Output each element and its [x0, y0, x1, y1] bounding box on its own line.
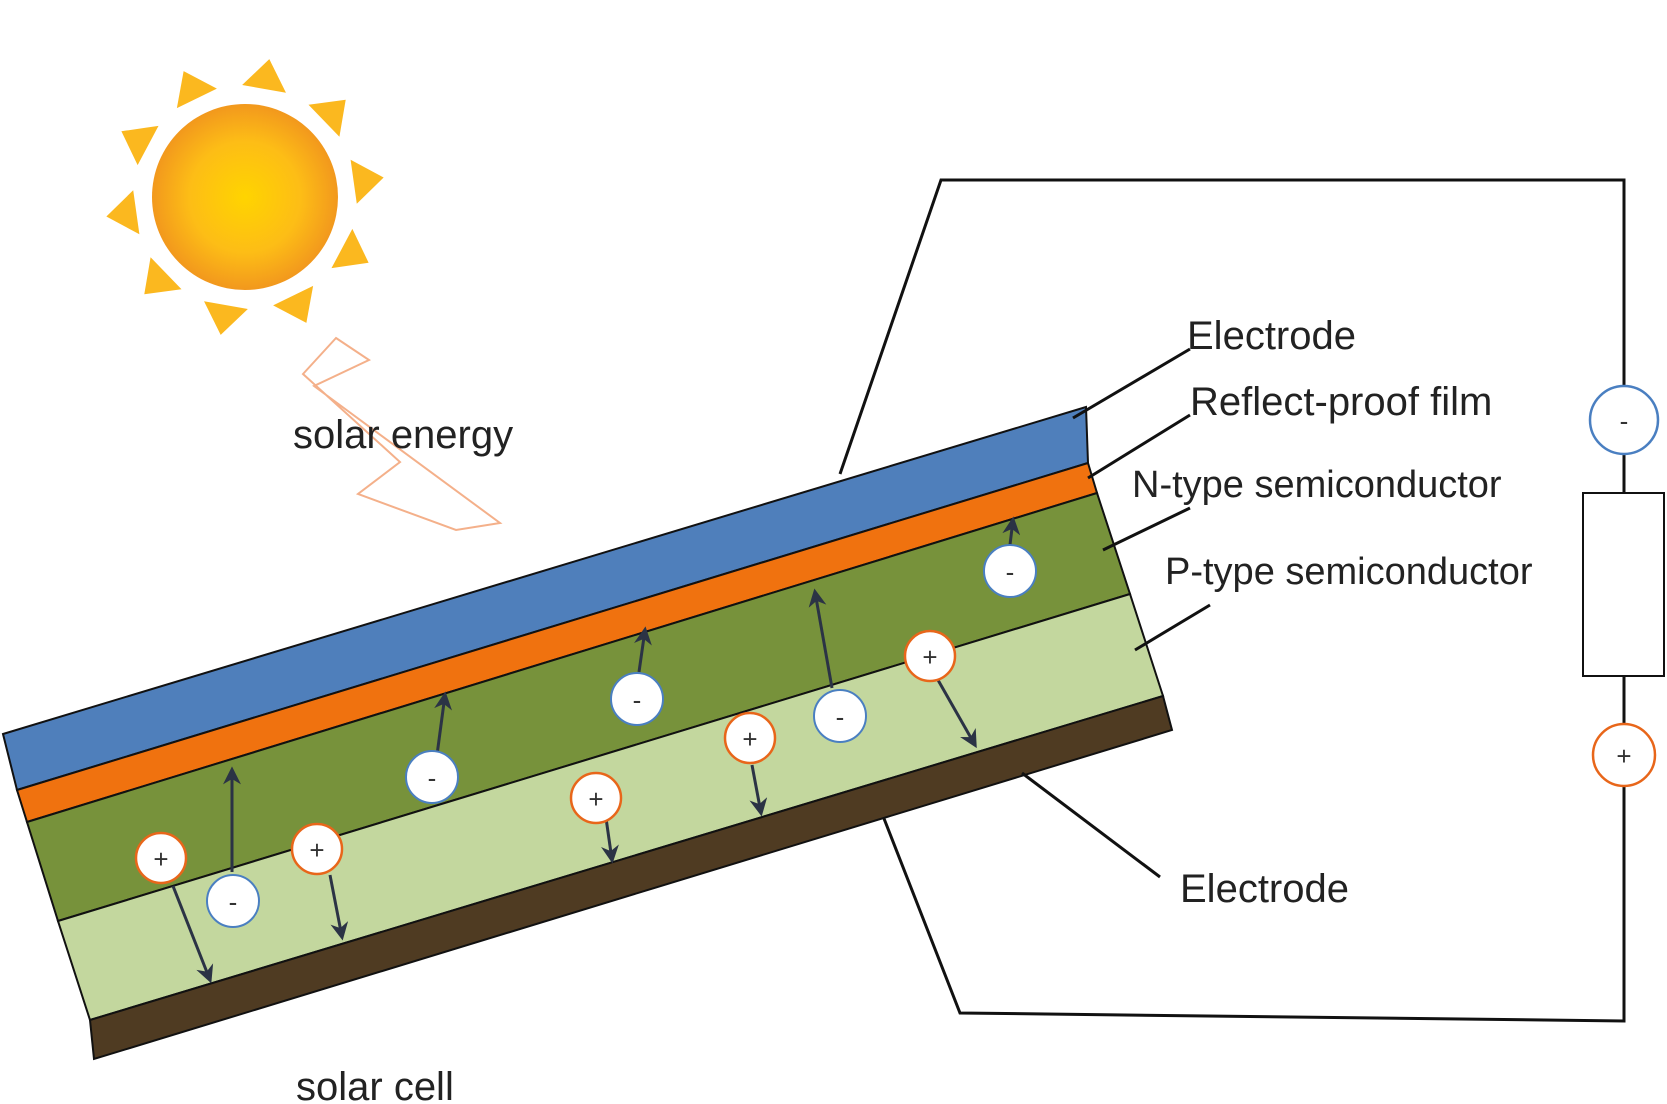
sun-core	[152, 104, 338, 290]
label-electrode-bottom: Electrode	[1180, 867, 1349, 911]
leader-electrode-bottom	[1021, 771, 1161, 879]
carrier-arrow	[601, 817, 619, 864]
circuit-wire-bottom	[881, 676, 1626, 1023]
sun-ray	[242, 59, 286, 93]
carrier-arrow	[171, 885, 214, 984]
label-reflect-proof-film: Reflect-proof film	[1190, 380, 1492, 424]
circuit-hole: +	[1591, 722, 1657, 788]
sun-ray	[121, 125, 159, 166]
sun-ray	[106, 190, 140, 235]
hole-sign: +	[922, 642, 937, 672]
electron: -	[405, 750, 459, 804]
sun-ray	[350, 159, 384, 204]
resistor-icon	[1582, 492, 1665, 677]
sun-ray	[331, 228, 369, 269]
electron-sign: -	[1006, 557, 1015, 587]
electron: -	[983, 544, 1037, 598]
electrode-bottom-layer	[88, 694, 1174, 1061]
light-arrow-icon	[301, 336, 503, 532]
circuit-electron-sign: -	[1620, 406, 1629, 436]
electron: -	[813, 689, 867, 743]
carrier-arrow	[808, 588, 834, 689]
circuit-electron: -	[1588, 384, 1660, 456]
label-electrode-top: Electrode	[1187, 314, 1356, 358]
hole: +	[723, 711, 777, 765]
electron-sign: -	[633, 685, 642, 715]
hole-sign: +	[588, 784, 603, 814]
carrier-arrow	[936, 679, 977, 749]
hole-sign: +	[153, 844, 168, 874]
hole-sign: +	[742, 724, 757, 754]
hole: +	[569, 771, 623, 825]
sun-ray	[308, 99, 346, 137]
hole-sign: +	[309, 835, 324, 865]
label-n-type: N-type semiconductor	[1132, 464, 1502, 506]
leader-reflect-proof-film	[1087, 413, 1191, 480]
carrier-arrow	[328, 874, 349, 941]
hole: +	[903, 629, 957, 683]
label-solar-cell: solar cell	[296, 1065, 454, 1104]
electron-sign: -	[836, 702, 845, 732]
carrier-arrow	[434, 691, 453, 756]
sun-ray	[144, 257, 182, 295]
solar-cell: - - - - - + + + + +	[1, 405, 1174, 1061]
electron: -	[206, 874, 260, 928]
circuit-hole-sign: +	[1616, 741, 1631, 771]
leader-electrode-top	[1072, 347, 1191, 420]
carrier-arrow	[749, 764, 768, 817]
sun-icon	[106, 59, 384, 335]
label-p-type: P-type semiconductor	[1165, 551, 1533, 593]
hole: +	[290, 822, 344, 876]
carrier-arrow	[634, 626, 652, 673]
electron-sign: -	[229, 887, 238, 917]
sun-ray	[176, 71, 217, 109]
sun-ray	[273, 285, 314, 323]
circuit-wire-top	[838, 178, 1626, 493]
sun-ray	[204, 301, 248, 335]
electron-sign: -	[428, 763, 437, 793]
hole: +	[134, 831, 188, 885]
electron: -	[610, 672, 664, 726]
leader-n-type	[1102, 506, 1191, 552]
leader-p-type	[1134, 603, 1211, 652]
label-solar-energy: solar energy	[293, 413, 513, 457]
